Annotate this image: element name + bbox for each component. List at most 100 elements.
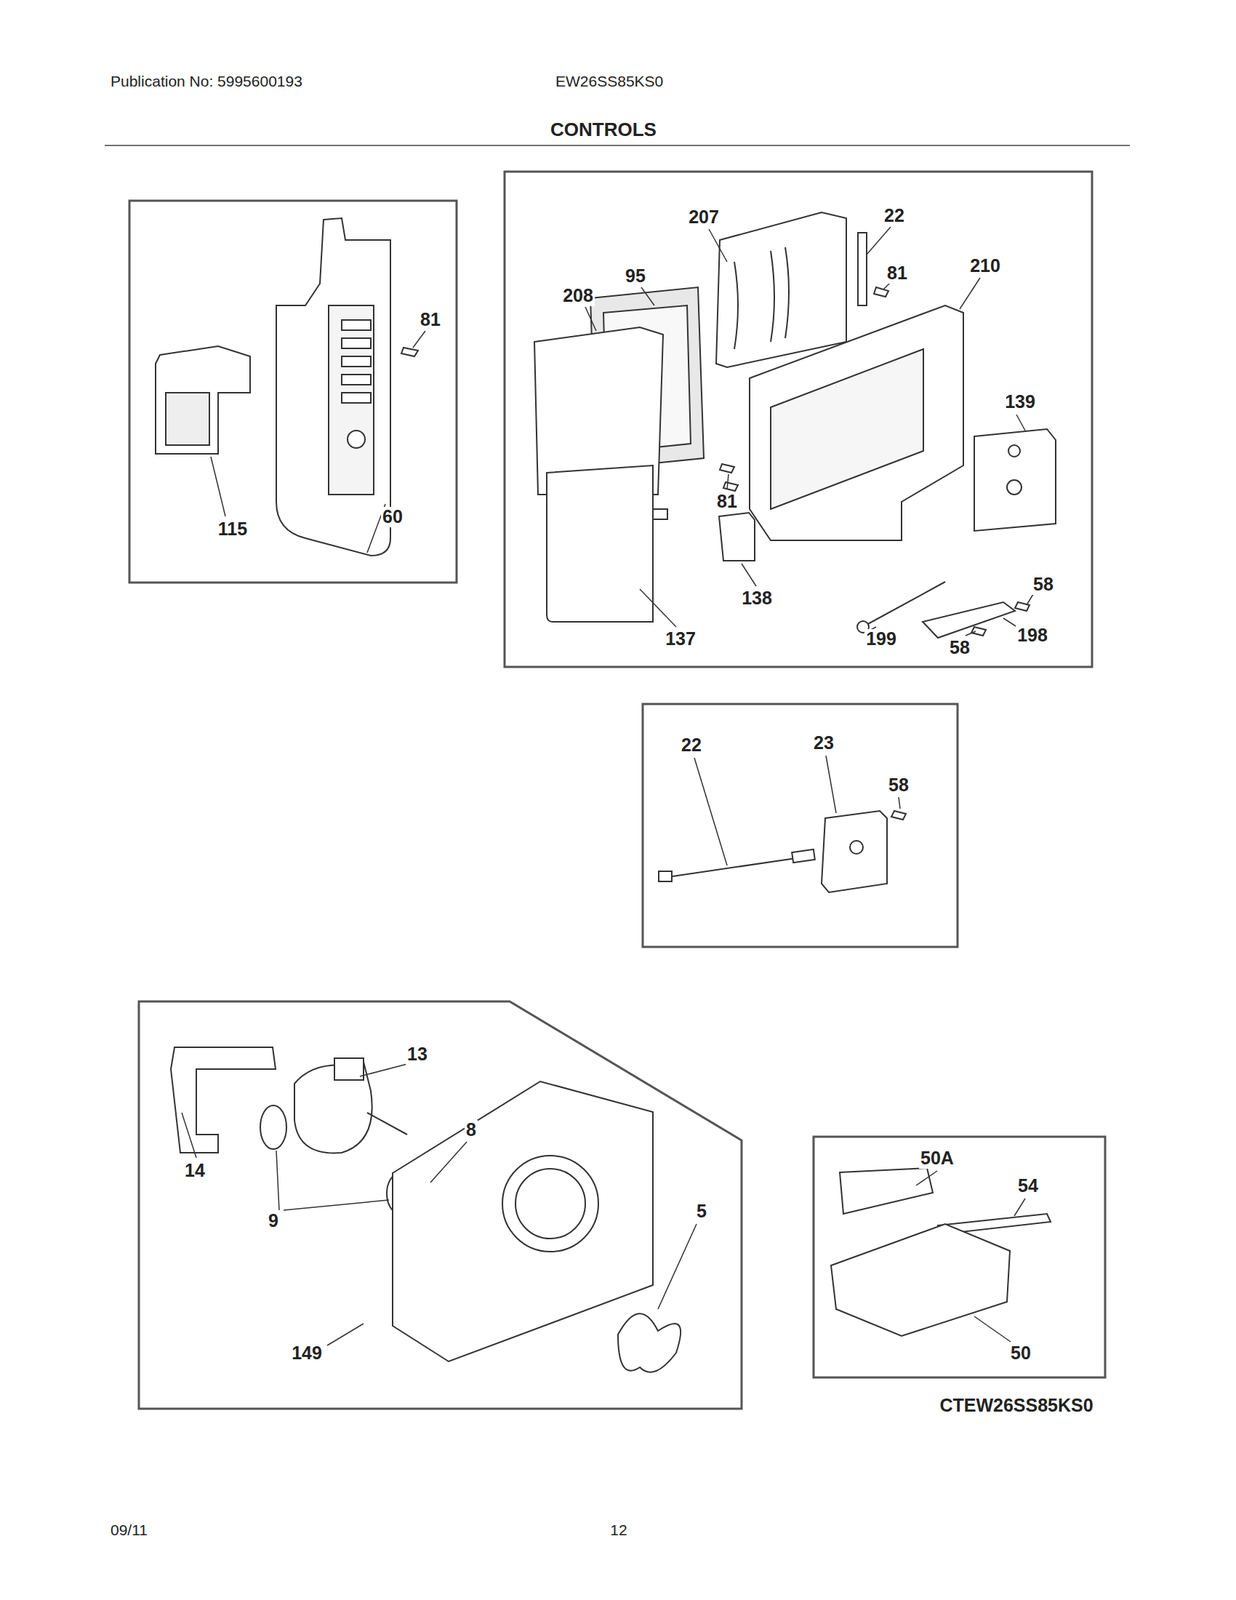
panel-frame	[642, 703, 958, 947]
page-title: CONTROLS	[548, 119, 658, 141]
callout-number: 207	[687, 207, 721, 228]
leader-line	[585, 306, 597, 331]
part-drawing	[821, 810, 888, 893]
leader-line	[283, 1199, 389, 1210]
callout-number: 208	[561, 285, 595, 307]
part-drawing	[392, 1081, 653, 1362]
part-drawing	[831, 1167, 1051, 1336]
panel-frame	[129, 171, 1106, 1409]
callout-number: 210	[968, 255, 1002, 277]
callout-number: 115	[216, 519, 249, 540]
leader-line	[959, 277, 981, 309]
leader-line	[181, 1063, 697, 1346]
part-drawing	[347, 430, 365, 448]
leader-line	[641, 287, 655, 306]
part-drawing	[857, 232, 867, 306]
part-drawing	[770, 348, 924, 509]
callout-number: 58	[887, 775, 911, 796]
leader-line	[727, 474, 729, 490]
callout-number: 22	[679, 735, 704, 756]
leader-line	[181, 1112, 197, 1158]
callout-number: 9	[266, 1210, 280, 1231]
page-rule	[104, 144, 1130, 147]
leader-line	[916, 1170, 1026, 1342]
part-drawing	[831, 1223, 1010, 1336]
leader-line	[210, 330, 426, 553]
part-drawing	[723, 482, 738, 491]
leader-line	[866, 226, 891, 255]
part-drawing	[155, 346, 251, 454]
callout-number: 137	[663, 628, 698, 650]
part-drawing	[334, 1057, 364, 1080]
figure-code: CTEW26SS85KS0	[937, 1395, 1095, 1416]
leader-line	[694, 755, 901, 866]
callout-number: 60	[380, 506, 405, 528]
part-drawing	[170, 1046, 276, 1153]
part-drawing	[971, 626, 986, 636]
part-drawing	[719, 512, 755, 561]
part-drawing	[1008, 444, 1021, 457]
callout-number: 54	[1016, 1175, 1040, 1197]
part-drawing	[719, 463, 735, 473]
part-drawing	[891, 810, 906, 820]
part-drawing	[716, 212, 847, 368]
part-drawing	[341, 338, 371, 349]
leader-line	[974, 1315, 1011, 1342]
part-drawing	[873, 287, 889, 297]
callout-number: 149	[290, 1342, 324, 1364]
callout-number: 14	[183, 1160, 207, 1181]
leader-line	[1016, 414, 1026, 431]
page-note: EW26SS85KS0	[554, 72, 665, 90]
part-drawing	[502, 1155, 599, 1252]
callout-number: 81	[418, 309, 443, 331]
leader-line	[708, 229, 728, 262]
callout-number: 13	[405, 1044, 429, 1065]
panel-frame	[813, 1136, 1106, 1378]
callout-number: 50	[1009, 1342, 1033, 1364]
leader-line	[898, 796, 901, 809]
callout-number: 5	[695, 1201, 709, 1222]
part-drawing	[734, 247, 789, 349]
callout-number: 95	[623, 266, 648, 287]
part-drawing	[165, 392, 210, 445]
callout-number: 58	[948, 637, 972, 658]
callout-number: 58	[1031, 574, 1055, 595]
callout-number: 23	[812, 732, 836, 754]
part-drawing	[341, 319, 371, 331]
part-drawing	[652, 508, 668, 520]
part-drawing	[328, 305, 374, 495]
part-drawing	[260, 1105, 287, 1149]
part-drawing	[546, 465, 653, 622]
part-drawing	[515, 1168, 586, 1239]
part-drawing	[672, 857, 797, 877]
part-drawing	[865, 581, 946, 626]
callout-number: 81	[885, 263, 909, 284]
callout-number: 199	[864, 628, 898, 650]
leader-line	[210, 456, 226, 517]
panel-frame	[129, 200, 457, 583]
leader-line	[412, 330, 426, 348]
part-drawing	[401, 347, 419, 357]
part-drawing	[341, 392, 371, 403]
leader-line	[741, 563, 757, 587]
part-drawing	[341, 374, 371, 385]
leader-line	[825, 755, 837, 813]
leader-line	[965, 631, 976, 636]
leader-line	[657, 1223, 697, 1309]
page-note: 09/11	[109, 1521, 150, 1538]
leader-line	[327, 1323, 364, 1346]
part-drawing	[791, 849, 816, 863]
callout-number: 138	[740, 588, 774, 609]
callout-number: 198	[1015, 625, 1050, 646]
part-drawing	[839, 1167, 933, 1214]
page-note: 12	[608, 1521, 629, 1538]
panel-frame	[138, 1001, 742, 1409]
leader-line	[639, 588, 677, 627]
part-drawing	[1006, 479, 1022, 495]
part-drawing	[534, 212, 1056, 638]
callout-number: 139	[1003, 391, 1037, 413]
leader-line	[276, 1150, 280, 1210]
part-drawing	[658, 871, 672, 882]
leader-line	[916, 1170, 938, 1186]
